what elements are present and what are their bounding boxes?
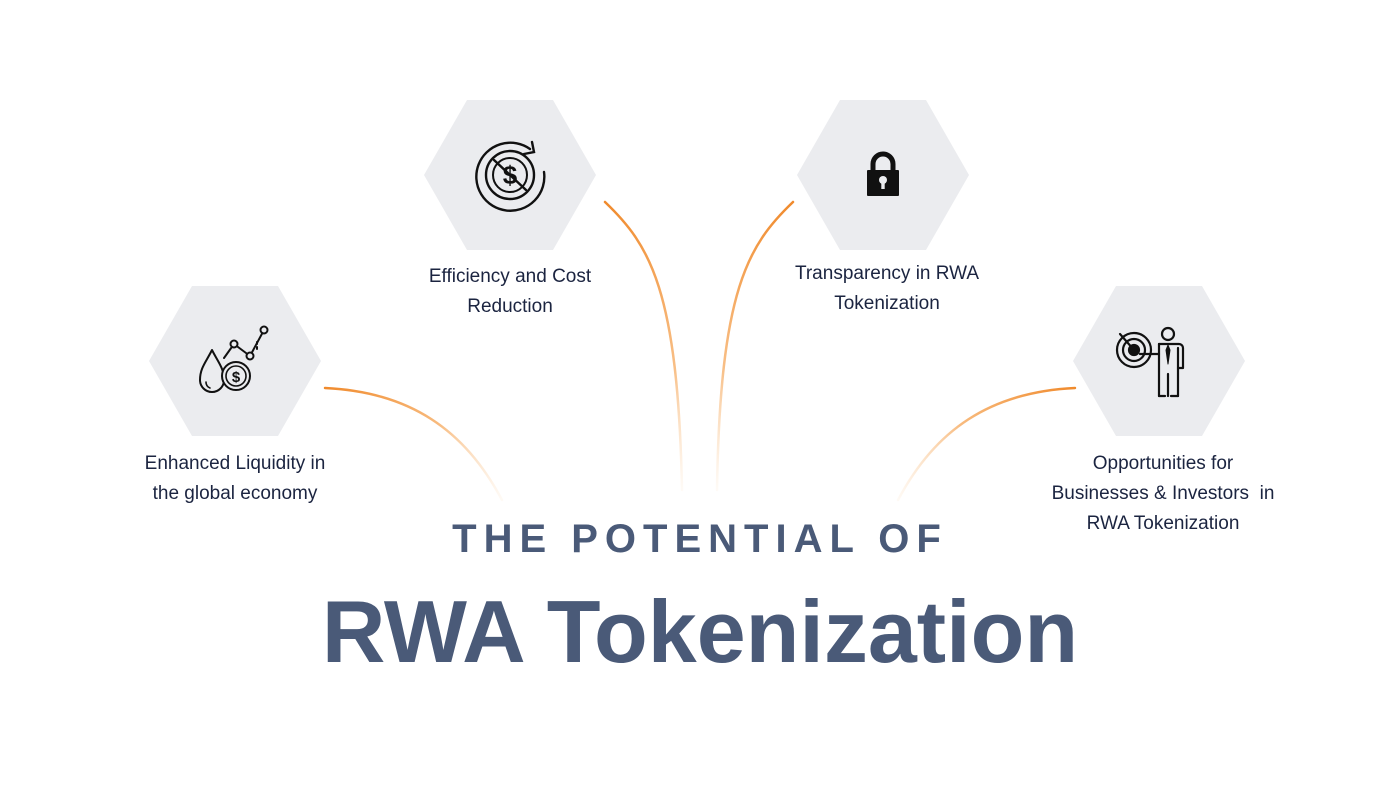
caption-line: Enhanced Liquidity in xyxy=(144,453,326,474)
benefit-caption-liquidity: Enhanced Liquidity in the global economy xyxy=(110,449,360,509)
caption-line: Tokenization xyxy=(834,293,940,314)
caption-line: Businesses & Investors in xyxy=(1051,483,1275,504)
caption-line: Transparency in RWA xyxy=(794,263,980,284)
caption-line: RWA Tokenization xyxy=(1086,513,1240,534)
svg-text:$: $ xyxy=(232,369,241,386)
businessman-target-icon xyxy=(1115,326,1185,398)
connector-opportunities xyxy=(896,386,1077,502)
benefit-caption-transparency: Transparency in RWA Tokenization xyxy=(762,259,1012,319)
circular-dollar-refresh-icon: $ xyxy=(475,140,546,212)
connector-transparency xyxy=(715,200,795,492)
connector-liquidity xyxy=(323,386,504,502)
caption-line: Efficiency and Cost xyxy=(428,266,592,287)
benefit-caption-opportunities: Opportunities for Businesses & Investors… xyxy=(1023,449,1303,539)
caption-line: Opportunities for xyxy=(1092,453,1234,474)
heading-kicker: THE POTENTIAL OF xyxy=(452,517,948,561)
liquidity-drops-coin-chart-icon: $ xyxy=(199,325,269,393)
benefit-caption-efficiency: Efficiency and Cost Reduction xyxy=(385,262,635,322)
connector-efficiency xyxy=(603,200,684,492)
caption-line: Reduction xyxy=(467,296,553,317)
padlock-icon xyxy=(867,151,899,196)
caption-line: the global economy xyxy=(152,483,318,504)
page-title: RWA Tokenization xyxy=(321,582,1079,681)
